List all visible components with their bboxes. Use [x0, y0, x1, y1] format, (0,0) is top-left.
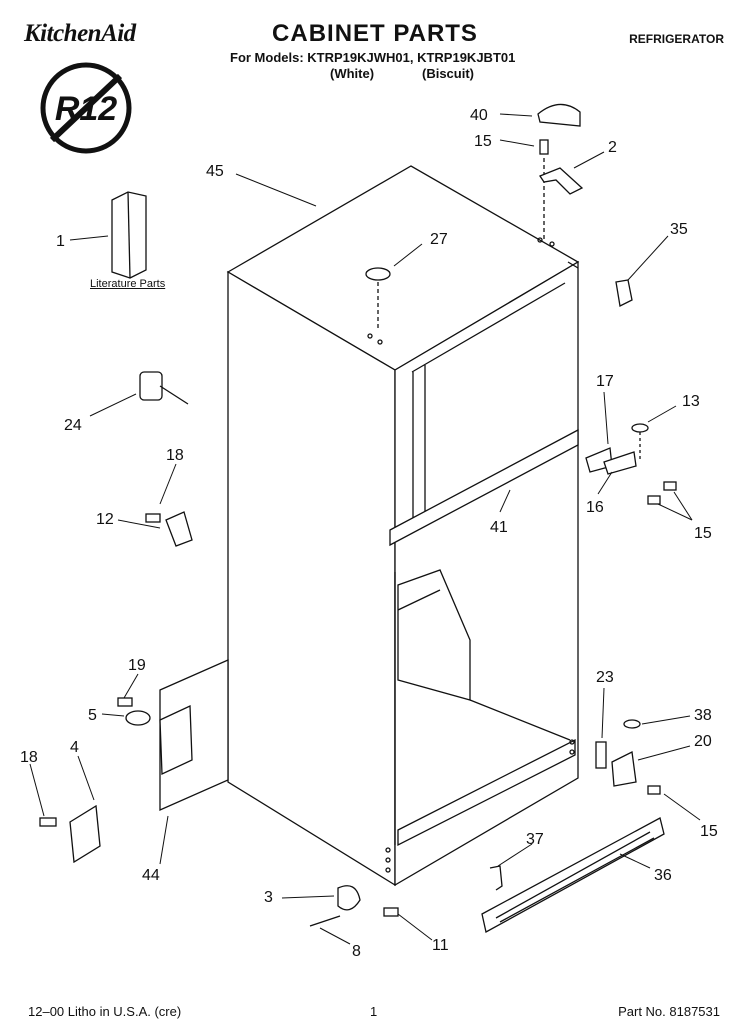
callout-23: 23: [596, 669, 614, 686]
r12-badge: R12: [40, 62, 132, 154]
plug-icon: [365, 267, 391, 281]
callout-36: 36: [654, 867, 672, 884]
models-line: For Models: KTRP19KJWH01, KTRP19KJBT01: [230, 50, 516, 65]
callout-20: 20: [694, 733, 712, 750]
callout-5: 5: [88, 707, 97, 724]
callout-38: 38: [694, 707, 712, 724]
callout-44: 44: [142, 867, 160, 884]
callout-27: 27: [430, 231, 448, 248]
washer-icon: [631, 423, 649, 433]
callout-11: 11: [432, 937, 449, 954]
callout-12: 12: [96, 511, 114, 528]
hinge-cap-icon: [537, 103, 581, 127]
cabinet: [226, 165, 580, 887]
callout-18: 18: [20, 749, 38, 766]
bracket-icon: [615, 279, 633, 307]
callout-17: 17: [596, 373, 614, 390]
center-hinge-icon: [165, 511, 193, 547]
page-title: CABINET PARTS: [272, 20, 478, 47]
callout-8: 8: [352, 943, 361, 960]
screw-icon: [539, 139, 549, 155]
bottom-hinge-icon: [611, 751, 637, 787]
callout-13: 13: [682, 393, 700, 410]
brand-logo: KitchenAid: [24, 20, 136, 47]
category-label: REFRIGERATOR: [629, 32, 724, 46]
callout-19: 19: [128, 657, 146, 674]
callout-35: 35: [670, 221, 688, 238]
variant-biscuit: (Biscuit): [422, 66, 474, 81]
callout-45: 45: [206, 163, 224, 180]
callout-15: 15: [694, 525, 712, 542]
callout-40: 40: [470, 107, 488, 124]
callout-24: 24: [64, 417, 82, 434]
top-hinge-icon: [539, 167, 584, 195]
callout-3: 3: [264, 889, 273, 906]
callout-16: 16: [586, 499, 604, 516]
footer-part-number: Part No. 8187531: [618, 1004, 720, 1019]
pin-icon: [139, 371, 163, 401]
callout-1: 1: [56, 233, 65, 250]
callout-37: 37: [526, 831, 544, 848]
literature-parts-label: Literature Parts: [90, 278, 166, 290]
footer-page-number: 1: [370, 1004, 378, 1019]
bottom-bracket-icon: [159, 659, 229, 811]
hinge-cover-icon: [69, 804, 101, 864]
callout-4: 4: [70, 739, 79, 756]
callout-15: 15: [474, 133, 492, 150]
callout-18: 18: [166, 447, 184, 464]
variant-white: (White): [330, 66, 375, 81]
roller-icon: [337, 885, 361, 911]
footer-litho: 12–00 Litho in U.S.A. (cre): [28, 1004, 182, 1019]
callout-41: 41: [490, 519, 508, 536]
r12-badge-text: R12: [55, 90, 117, 128]
callout-15: 15: [700, 823, 718, 840]
callout-2: 2: [608, 139, 617, 156]
